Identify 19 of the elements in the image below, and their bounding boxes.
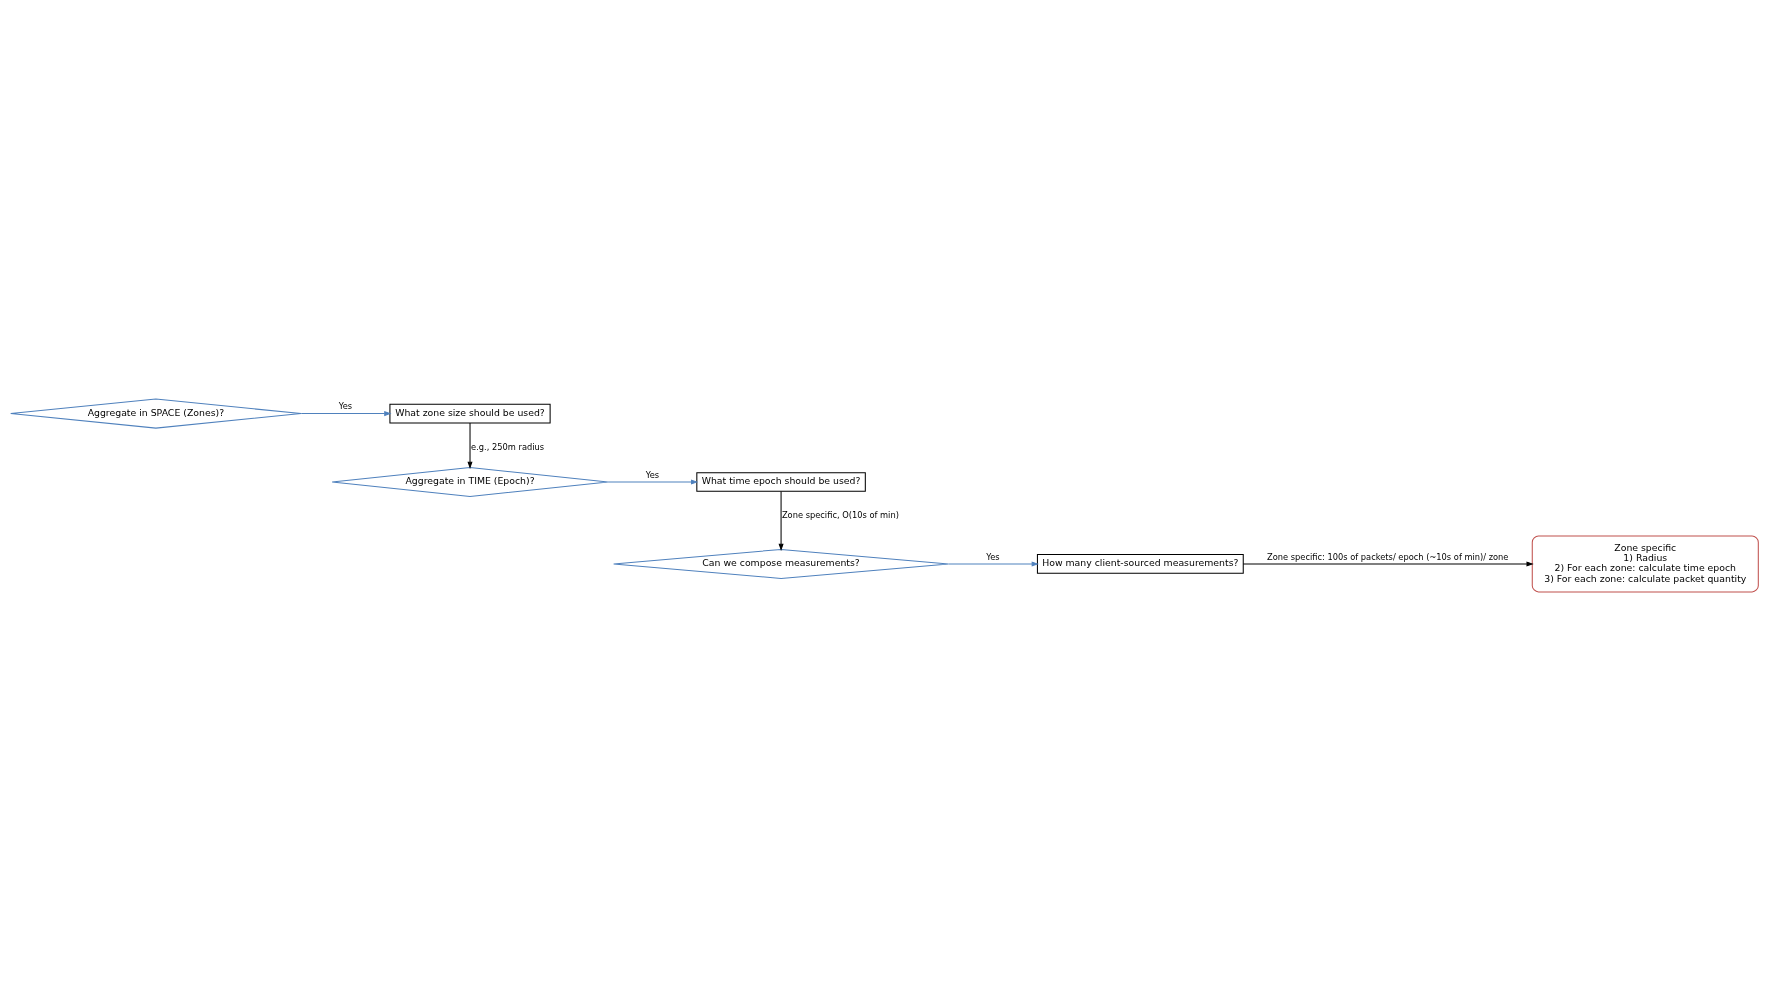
edge-label: Yes — [645, 469, 660, 480]
node-box: How many client-sourced measurements? — [1036, 554, 1244, 574]
node-diamond: Can we compose measurements? — [613, 548, 950, 579]
edge-label: Zone specific, O(10s of min) — [781, 510, 899, 521]
arrow — [300, 411, 392, 417]
arrow — [778, 491, 784, 551]
node-box: What time epoch should be used? — [696, 472, 866, 492]
edge-label: Yes — [338, 401, 353, 412]
node-box: What zone size should be used? — [389, 403, 551, 424]
arrow — [607, 479, 699, 485]
node-diamond: Aggregate in TIME (Epoch)? — [331, 467, 609, 498]
edge-label: Yes — [986, 551, 1000, 562]
edge-label: Zone specific: 100s of packets/ epoch (~10s of min)/ zone — [1267, 551, 1509, 562]
arrow — [467, 422, 473, 469]
node-diamond: Aggregate in SPACE (Zones)? — [10, 398, 302, 429]
node-box: Zone specific 1) Radius 2) For each zone: calculate time epoch 3) For each zone: calculate packet quantity — [1531, 535, 1759, 593]
arrow — [948, 561, 1039, 567]
edge-label: e.g., 250m radius — [471, 441, 545, 452]
arrow — [1242, 561, 1534, 567]
